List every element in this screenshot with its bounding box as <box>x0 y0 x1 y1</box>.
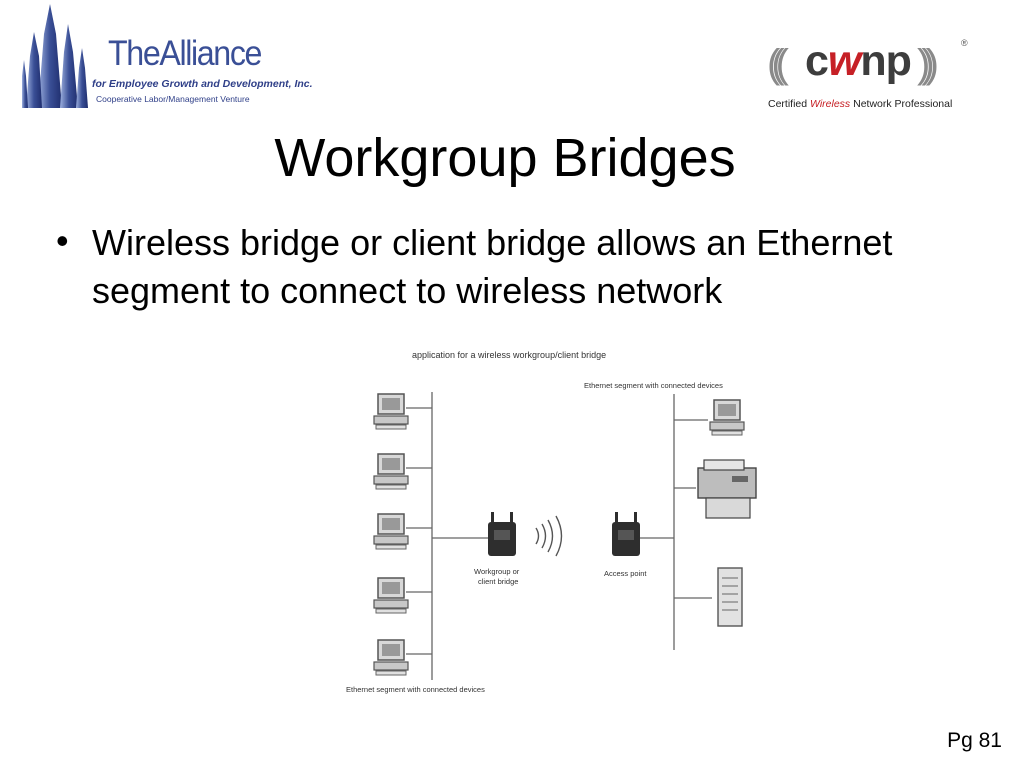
left-computer-1 <box>373 393 409 430</box>
left-segment-label: Ethernet segment with connected devices <box>346 685 485 694</box>
alliance-name: TheAlliance <box>108 34 262 73</box>
bridge-label-line1: Workgroup or <box>474 567 520 576</box>
right-computer <box>709 399 745 436</box>
alliance-logo: TheAlliance for Employee Growth and Deve… <box>22 4 313 108</box>
alliance-venture: Cooperative Labor/Management Venture <box>96 94 250 104</box>
left-computer-3 <box>373 513 409 550</box>
network-diagram: application for a wireless workgroup/cli… <box>312 340 812 702</box>
cwnp-brand: cwnp <box>805 37 912 85</box>
bullet-text: Wireless bridge or client bridge allows … <box>92 222 893 311</box>
alliance-subtitle: for Employee Growth and Development, Inc… <box>92 78 313 90</box>
bullet-marker: • <box>56 220 69 261</box>
access-point-icon <box>612 512 640 556</box>
spire-icon <box>22 4 88 108</box>
left-computer-4 <box>373 577 409 614</box>
cwnp-logo: ((( cwnp ))) ® Certified Wireless Networ… <box>765 38 970 113</box>
wireless-signal-icon <box>535 515 563 557</box>
signal-waves-right-icon: ))) <box>917 42 939 86</box>
page-number: Pg 81 <box>947 729 1002 752</box>
server-icon <box>717 567 743 627</box>
workgroup-bridge-icon <box>488 512 516 556</box>
left-computer-2 <box>373 453 409 490</box>
cwnp-tagline: Certified Wireless Network Professional <box>768 98 953 110</box>
signal-waves-left-icon: ((( <box>767 42 789 86</box>
registered-mark-icon: ® <box>961 38 968 48</box>
slide-title: Workgroup Bridges <box>274 128 736 188</box>
bridge-label-line2: client bridge <box>478 577 518 586</box>
access-point-label: Access point <box>604 569 647 578</box>
printer-icon <box>697 459 757 519</box>
diagram-caption: application for a wireless workgroup/cli… <box>412 350 606 360</box>
right-segment-label: Ethernet segment with connected devices <box>584 381 723 390</box>
left-computer-5 <box>373 639 409 676</box>
